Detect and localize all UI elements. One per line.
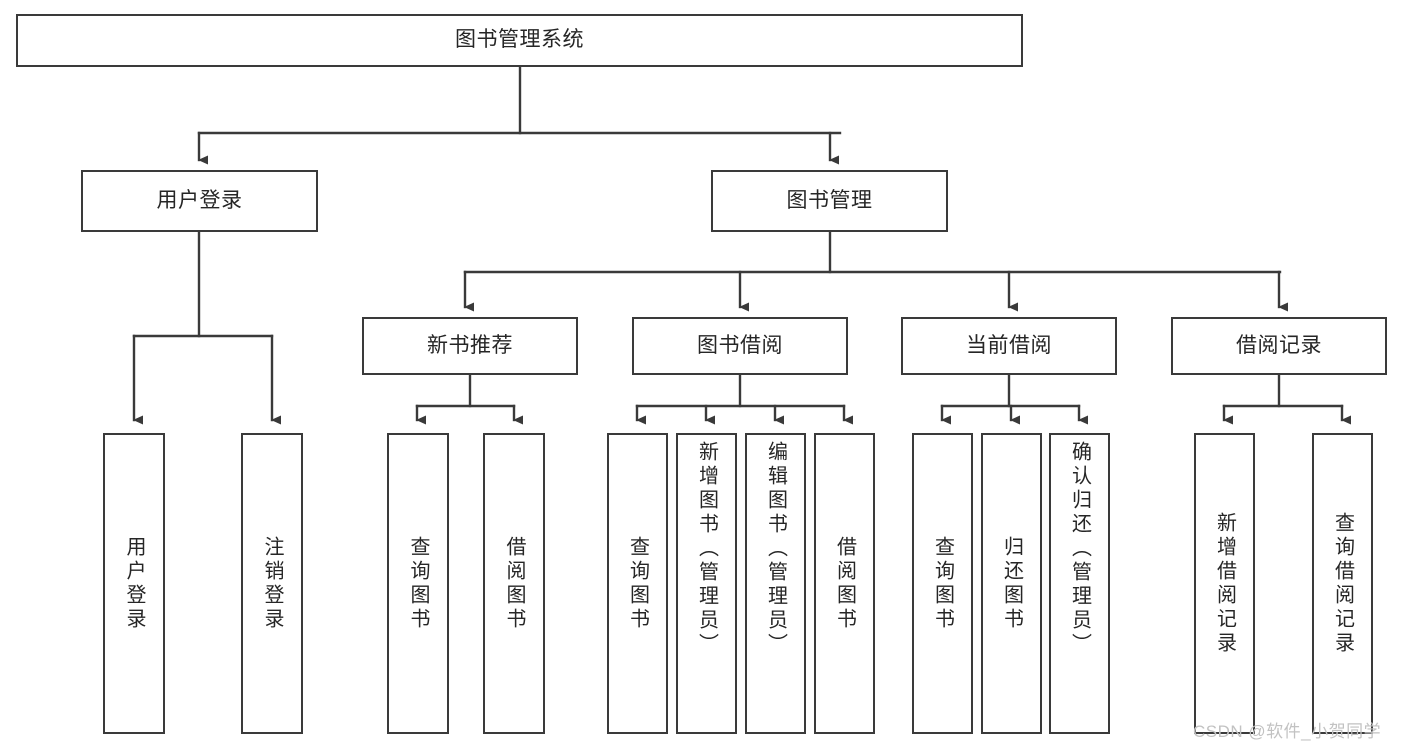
node-book-manage-label: 图书管理 bbox=[786, 188, 873, 212]
node-book-manage[interactable]: 图书管理 bbox=[711, 170, 948, 232]
node-leaf-add-record[interactable]: 新增借阅记录 bbox=[1194, 433, 1255, 734]
node-current-borrow[interactable]: 当前借阅 bbox=[901, 317, 1117, 375]
node-leaf-confirm-return-label: 确认归还（管理员） bbox=[1068, 441, 1091, 657]
node-leaf-query-book-1[interactable]: 查询图书 bbox=[387, 433, 449, 734]
node-leaf-add-record-label: 新增借阅记录 bbox=[1213, 511, 1236, 656]
node-borrow-record-label: 借阅记录 bbox=[1236, 333, 1322, 357]
edge-group-bookborrow-to-leaves bbox=[635, 373, 853, 425]
node-root-system-label: 图书管理系统 bbox=[455, 28, 584, 52]
node-leaf-query-record-label: 查询借阅记录 bbox=[1331, 511, 1354, 656]
node-new-book-rec-label: 新书推荐 bbox=[427, 333, 513, 357]
node-new-book-rec[interactable]: 新书推荐 bbox=[362, 317, 578, 375]
node-leaf-borrow-book-1-label: 借阅图书 bbox=[503, 535, 525, 632]
edge-group-newbook-to-leaves bbox=[415, 373, 523, 425]
node-leaf-add-book-label: 新增图书（管理员） bbox=[695, 441, 718, 657]
node-leaf-query-record[interactable]: 查询借阅记录 bbox=[1312, 433, 1373, 734]
node-borrow-record[interactable]: 借阅记录 bbox=[1171, 317, 1387, 375]
node-user-login-label: 用户登录 bbox=[156, 188, 243, 212]
node-current-borrow-label: 当前借阅 bbox=[966, 333, 1052, 357]
edge-group-userlogin-to-leaves bbox=[132, 230, 281, 425]
node-leaf-logout[interactable]: 注销登录 bbox=[241, 433, 303, 734]
edge-group-currentborrow-to-leaves bbox=[940, 373, 1088, 425]
node-root-system[interactable]: 图书管理系统 bbox=[16, 14, 1023, 67]
edge-group-borrowrecord-to-leaves bbox=[1222, 373, 1351, 425]
node-leaf-borrow-book-2-label: 借阅图书 bbox=[833, 535, 856, 632]
node-user-login[interactable]: 用户登录 bbox=[81, 170, 318, 232]
node-leaf-borrow-book-1[interactable]: 借阅图书 bbox=[483, 433, 545, 734]
node-leaf-return-book[interactable]: 归还图书 bbox=[981, 433, 1042, 734]
node-leaf-edit-book-label: 编辑图书（管理员） bbox=[764, 441, 787, 657]
node-leaf-query-book-2[interactable]: 查询图书 bbox=[607, 433, 668, 734]
node-leaf-edit-book[interactable]: 编辑图书（管理员） bbox=[745, 433, 806, 734]
node-leaf-user-login[interactable]: 用户登录 bbox=[103, 433, 165, 734]
watermark-text: CSDN @软件_小贺同学 bbox=[1193, 722, 1382, 741]
node-leaf-query-book-1-label: 查询图书 bbox=[407, 535, 429, 632]
edge-group-root-to-level2 bbox=[197, 65, 842, 165]
node-book-borrow[interactable]: 图书借阅 bbox=[632, 317, 848, 375]
node-leaf-query-book-3-label: 查询图书 bbox=[931, 535, 954, 632]
node-leaf-query-book-3[interactable]: 查询图书 bbox=[912, 433, 973, 734]
node-leaf-query-book-2-label: 查询图书 bbox=[626, 535, 649, 632]
node-book-borrow-label: 图书借阅 bbox=[697, 333, 783, 357]
node-leaf-confirm-return[interactable]: 确认归还（管理员） bbox=[1049, 433, 1110, 734]
node-leaf-logout-label: 注销登录 bbox=[261, 535, 283, 632]
node-leaf-return-book-label: 归还图书 bbox=[1000, 535, 1023, 632]
node-leaf-borrow-book-2[interactable]: 借阅图书 bbox=[814, 433, 875, 734]
node-leaf-add-book[interactable]: 新增图书（管理员） bbox=[676, 433, 737, 734]
node-leaf-user-login-label: 用户登录 bbox=[123, 535, 145, 632]
edge-group-bookmanage-to-level3 bbox=[463, 230, 1288, 312]
